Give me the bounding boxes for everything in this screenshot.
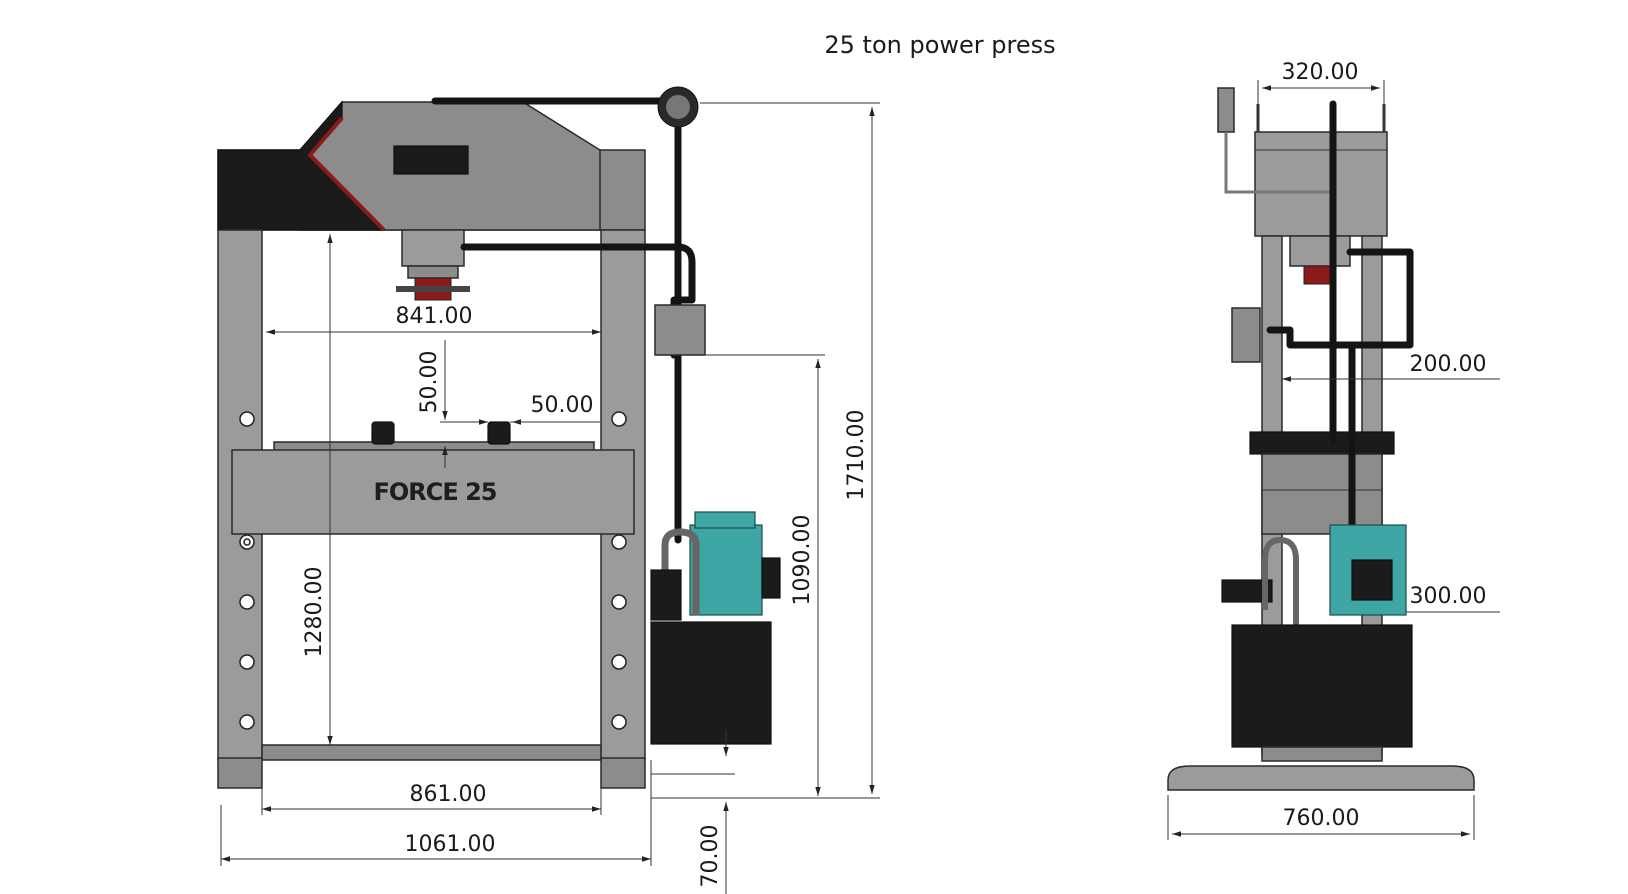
right-foot: [600, 757, 646, 789]
dim-overall-width: 1061.00: [405, 832, 496, 857]
dim-inner-base-width: 861.00: [410, 782, 487, 807]
column-hole: [239, 594, 255, 610]
head-red-stripe: [307, 116, 386, 232]
side-oil-tank: [1231, 624, 1413, 748]
head-badge: [393, 145, 469, 175]
dim-bed-offset-v: 50.00: [417, 351, 442, 414]
side-pump-handle: [1262, 536, 1299, 625]
dim-base-width: 760.00: [1283, 806, 1360, 831]
pump-handle: [661, 528, 700, 615]
bottom-crossbar: [261, 744, 602, 761]
side-dimensions: 320.00 200.00 300.00 760.00: [1167, 60, 1500, 840]
dim-daylight-height: 1280.00: [302, 567, 327, 658]
dim-top-width: 841.00: [396, 304, 473, 329]
column-hole: [239, 654, 255, 670]
side-valve-block: [1231, 307, 1261, 363]
side-ram: [1289, 235, 1351, 267]
column-hole: [239, 411, 255, 427]
dim-column-offset: 200.00: [1410, 352, 1487, 377]
side-base-plate: [1167, 765, 1475, 791]
side-gauge-icon: [1217, 87, 1235, 133]
dim-bed-offset-h: 50.00: [531, 393, 594, 418]
column-hole: [611, 534, 627, 550]
side-bed: [1261, 453, 1383, 535]
front-dimensions: 841.00 50.00 50.00 1280.00 861.00 1061.0…: [220, 102, 880, 894]
column-hole: [611, 594, 627, 610]
press-bed: [231, 449, 635, 535]
drawing-title: 25 ton power press: [824, 31, 1055, 59]
side-motor-box: [1351, 559, 1393, 601]
bed-block-left: [371, 421, 395, 445]
side-view: [1167, 87, 1475, 791]
motor-top: [694, 511, 756, 529]
motor-endcap: [761, 557, 781, 599]
dim-pump-base-offset: 70.00: [698, 825, 723, 888]
ram-collar: [407, 265, 459, 279]
column-hole: [611, 714, 627, 730]
side-bed-top: [1249, 431, 1395, 455]
dim-motor-offset: 300.00: [1410, 584, 1487, 609]
oil-tank: [650, 621, 772, 745]
side-base-block: [1261, 746, 1383, 762]
side-head: [1254, 131, 1388, 237]
dim-overall-height: 1710.00: [844, 410, 869, 501]
ram-handle: [396, 286, 470, 292]
bed-block-right: [487, 421, 511, 445]
motor-body: [689, 524, 763, 616]
gauge-face: [666, 95, 690, 119]
pump-fitting: [650, 569, 682, 621]
dim-unit-height: 1090.00: [790, 515, 815, 606]
brand-label: FORCE 25: [373, 478, 496, 506]
front-view: FORCE 25: [217, 86, 781, 789]
bed-pin: [243, 538, 251, 546]
dim-head-width: 320.00: [1282, 60, 1359, 85]
valve-block: [654, 304, 706, 356]
column-hole: [611, 411, 627, 427]
ram-cylinder: [401, 229, 465, 267]
side-pump-fitting: [1221, 579, 1273, 603]
left-foot: [217, 757, 263, 789]
side-gauge-line: [1224, 132, 1330, 194]
column-hole: [239, 714, 255, 730]
column-hole: [611, 654, 627, 670]
